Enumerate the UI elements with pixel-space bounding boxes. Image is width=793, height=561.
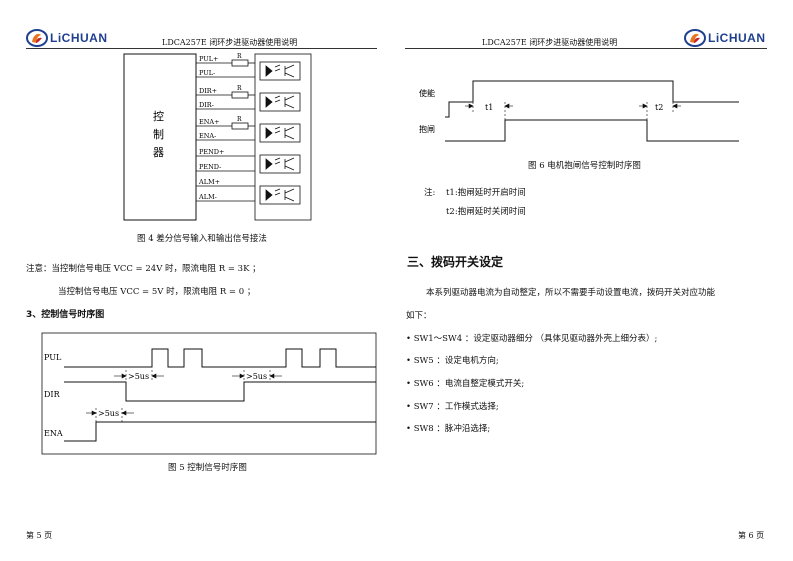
fig5-caption: 图 5 控制信号时序图 [168,463,247,473]
enable-waveform [445,80,739,118]
fig6-label-enable: 使能 [419,88,435,98]
note-line-2: 当控制信号电压 VCC = 5V 时，限流电阻 R = 0 ； [58,287,256,297]
lichuan-logo-icon [684,29,706,47]
left-header-rule [26,48,377,49]
signal-label-dir-plus: DIR+ [199,87,217,95]
signal-label-pul-minus: PUL- [199,69,215,77]
signal-label-ena-plus: ENA+ [199,118,220,126]
fig6-brake-timing-diagram: 使能 抱闸 t1 t2 [419,80,739,142]
right-note-t2: t2:抱闸延时关闭时间 [446,207,526,217]
fig5-label-pul: PUL [44,353,62,362]
dip-switch-paragraph-line2: 如下： [406,311,432,321]
signal-label-pend-minus: PEND- [199,163,221,171]
right-header-title: LDCA257E 闭环步进驱动器使用说明 [482,38,618,47]
delay-label-ena: >5us [98,409,119,418]
fig4-caption: 图 4 差分信号输入和输出信号接法 [137,234,267,244]
brand-name: LiCHUAN [708,31,766,45]
dip-bullet-sw5: • SW5 ：设定电机方向; [406,356,499,366]
fig5-frame [41,332,377,455]
signal-label-pend-plus: PEND+ [199,148,224,156]
brand-name: LiCHUAN [50,31,108,45]
signal-label-alm-minus: ALM- [198,193,217,201]
controller-label-3: 器 [153,146,164,159]
fig6-t1-label: t1 [485,103,493,112]
fig4-wiring-diagram: 控 制 器 R R R PUL+ PUL- DIR+ DIR- ENA+ ENA… [123,53,312,221]
resistor-label-1: R [237,53,242,60]
resistor-label-3: R [237,116,242,123]
signal-label-ena-minus: ENA- [199,132,216,140]
dip-bullet-sw7: • SW7 ：工作模式选择; [406,402,499,412]
fig6-caption: 图 6 电机抱闸信号控制时序图 [528,161,641,171]
right-note-t1: t1:抱闸延时开启时间 [446,188,526,198]
signal-label-pul-plus: PUL+ [199,55,219,63]
driver-box [254,53,312,221]
dip-switch-section-title: 三、拨码开关设定 [407,255,504,269]
signal-label-alm-plus: ALM+ [198,178,220,186]
fig5-timing-diagram: PUL DIR ENA >5us >5us >5us [41,332,377,455]
left-header-title: LDCA257E 闭环步进驱动器使用说明 [162,38,298,47]
dir-waveform [64,381,376,402]
optocoupler-icons [259,61,301,205]
dip-bullet-sw8: • SW8 ：脉冲沿选择; [406,424,491,434]
ena-waveform [64,421,376,442]
signal-lines [196,62,255,202]
right-header-rule [405,48,767,49]
pul-waveform [64,348,376,368]
controller-box [123,53,197,221]
fig5-label-ena: ENA [44,429,63,438]
left-page-number: 第 5 页 [26,531,53,540]
dip-bullet-sw1-4: • SW1～SW4 ：设定驱动器细分 （具体见驱动器外壳上细分表）; [406,334,658,344]
fig5-label-dir: DIR [44,390,61,399]
right-header-logo: LiCHUAN [684,28,774,48]
fig6-label-brake: 抱闸 [419,124,435,134]
resistor-label-2: R [237,85,242,92]
controller-label-2: 制 [153,128,164,141]
delay-label-dir-2: >5us [246,372,267,381]
note-line-1: 注意：当控制信号电压 VCC = 24V 时，限流电阻 R = 3K ； [26,264,261,274]
delay-label-dir-1: >5us [128,372,149,381]
signal-label-dir-minus: DIR- [199,101,214,109]
right-page-number: 第 6 页 [738,531,765,540]
controller-label-1: 控 [153,109,164,123]
fig6-t2-label: t2 [655,103,663,112]
section3-title: 3、控制信号时序图 [26,310,105,320]
resistors [231,59,249,130]
left-header-logo: LiCHUAN [26,28,136,48]
brake-waveform [445,119,739,142]
dip-switch-paragraph-line1: 本系列驱动器电流为自动整定，所以不需要手动设置电流，拨码开关对应功能 [426,288,716,298]
dip-bullet-sw6: • SW6 ：电流自整定模式开关; [406,379,525,389]
lichuan-logo-icon [26,29,48,47]
right-note-prefix: 注: [424,188,436,198]
